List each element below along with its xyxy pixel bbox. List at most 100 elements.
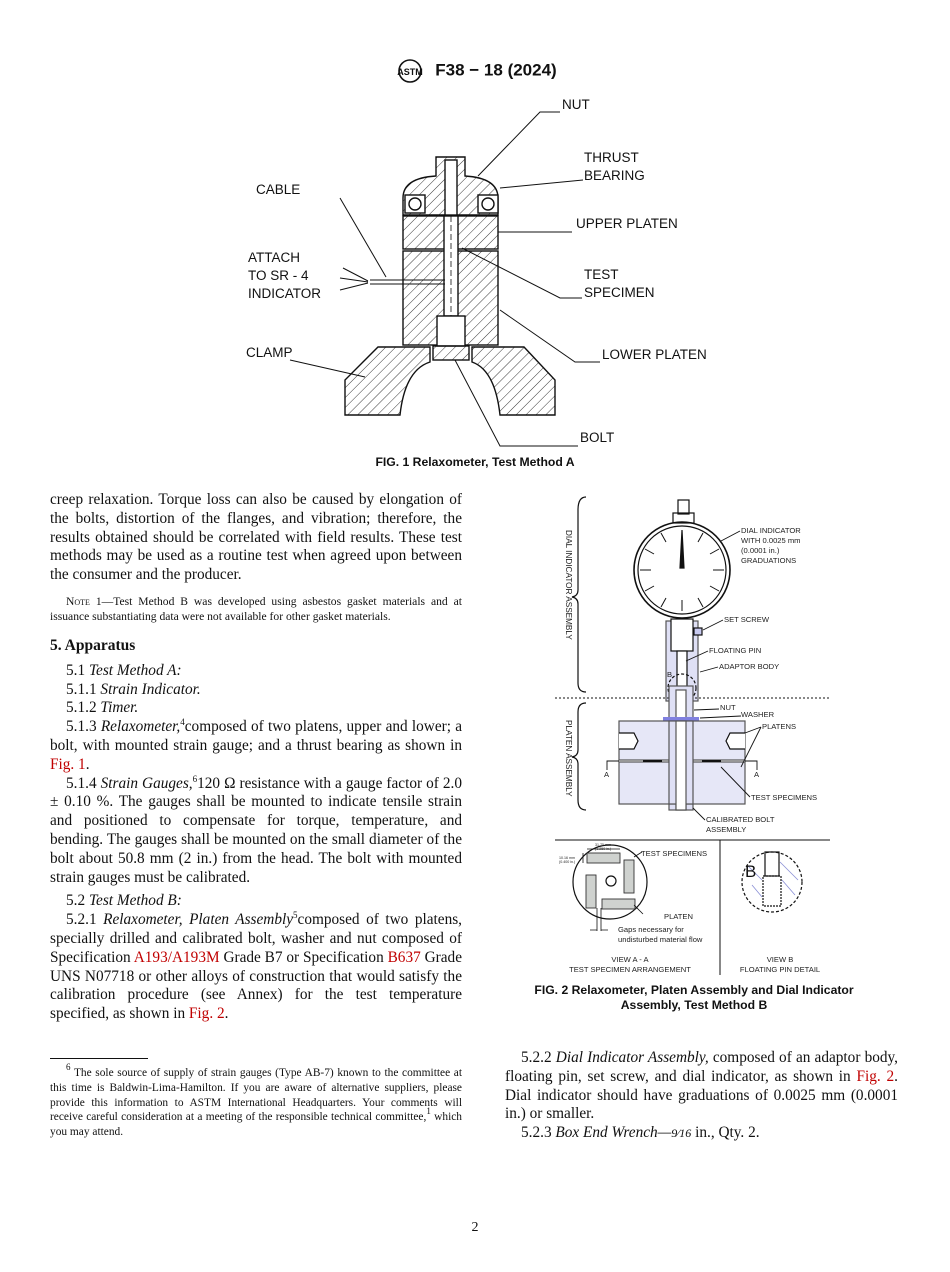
para-title: Test Method B:: [88, 892, 182, 910]
fig2-label-platens: PLATENS: [762, 722, 797, 731]
footnote-text: which you may attend.: [50, 1111, 462, 1139]
label-line: CALIBRATED BOLT: [706, 815, 775, 824]
caption-line: Assembly, Test Method B: [620, 998, 768, 1012]
para-num: 5.1.2: [66, 699, 97, 717]
figure-1-drawing: [289, 111, 600, 447]
figure-1-caption: FIG. 1 Relaxometer, Test Method A: [375, 455, 575, 469]
fig1-label-clamp: CLAMP: [246, 345, 293, 360]
fig2-label-floating-pin: FLOATING PIN: [709, 646, 762, 655]
view-a-label-platen: PLATEN: [664, 912, 693, 921]
para-num: 5.2: [66, 892, 86, 910]
para-5-1-1: 5.1.1 Strain Indicator.: [50, 681, 462, 700]
b637-link[interactable]: B637: [387, 948, 421, 966]
fraction: 9⁄16: [671, 1126, 692, 1141]
para-5-1-4: 5.1.4 Strain Gauges,6120 Ω resistance wi…: [50, 773, 462, 888]
page-header: ASTM F38 − 18 (2024): [0, 58, 950, 84]
para-num: 5.2.2: [521, 1049, 552, 1066]
intro-paragraph: creep relaxation. Torque loss can also b…: [50, 491, 462, 584]
caption-line: FIG. 2 Relaxometer, Platen Assembly and …: [534, 983, 854, 997]
footnote-ref[interactable]: 5: [293, 910, 298, 921]
fig-1-link[interactable]: Fig. 1: [50, 755, 86, 773]
para-num: 5.1.3: [66, 718, 97, 736]
section-marker-a-right: A: [754, 770, 760, 779]
label-line: VIEW A - A: [611, 955, 649, 964]
label-line: INDICATOR: [248, 286, 322, 301]
label-line: VIEW B: [766, 955, 794, 964]
label-line: SPECIMEN: [584, 285, 655, 300]
view-a-label-test-specimens: TEST SPECIMENS: [641, 849, 708, 858]
fig1-label-test-specimen: TEST SPECIMEN: [584, 266, 655, 302]
view-b-letter: B: [745, 862, 757, 881]
para-text: composed of an adaptor body, floating pi…: [505, 1049, 899, 1085]
dimension-height: 10.16 mm(0.400 in.): [559, 856, 575, 864]
washer: [663, 717, 699, 721]
para-5-2: 5.2 Test Method B:: [50, 892, 462, 911]
fig1-label-nut: NUT: [562, 97, 590, 112]
section-heading-apparatus: 5. Apparatus: [50, 636, 136, 654]
para-5-2-1: 5.2.1 Relaxometer, Platen Assembly5compo…: [50, 911, 462, 1024]
label-line: FLOATING PIN DETAIL: [739, 965, 821, 974]
label-line: 31.75 mm: [595, 843, 611, 847]
footnote-6: 6 The sole source of supply of strain ga…: [50, 1063, 462, 1140]
fig1-label-bolt: BOLT: [580, 430, 615, 445]
right-column: 5.2.2 Dial Indicator Assembly, composed …: [505, 1049, 898, 1143]
a193-link[interactable]: A193/A193M: [133, 948, 220, 966]
label-line: BEARING: [584, 168, 645, 183]
fig1-label-upper-platen: UPPER PLATEN: [576, 216, 678, 231]
astm-logo: ASTM: [398, 59, 424, 83]
para-num: 5.1.4: [66, 774, 97, 792]
svg-text:ASTM: ASTM: [398, 67, 424, 77]
para-num: 5.1.1: [66, 680, 97, 698]
para-num: 5.1: [66, 661, 86, 679]
para-title: Relaxometer, Platen Assembly: [103, 911, 294, 929]
footnote-ref[interactable]: 6: [192, 773, 198, 784]
para-text: Grade B7 or Specification: [219, 948, 388, 966]
label-line: TEST SPECIMEN ARRANGEMENT: [569, 965, 691, 974]
fig-2-link[interactable]: Fig. 2: [188, 1005, 225, 1023]
test-specimen: [585, 874, 597, 909]
section-marker-a-left: A: [604, 770, 610, 779]
label-line: (1.250 in.): [595, 847, 612, 851]
fig2-label-washer: WASHER: [741, 710, 775, 719]
para-text: .: [224, 1005, 229, 1023]
footnote-mark: 6: [66, 1062, 71, 1072]
dial-indicator: [633, 521, 731, 619]
para-text: . Dial indicator should have graduations…: [505, 1067, 898, 1123]
fig-2-link[interactable]: Fig. 2: [856, 1067, 895, 1085]
test-specimen: [586, 852, 621, 864]
label-line: (0.0001 in.): [741, 546, 780, 555]
para-text: .: [85, 755, 90, 773]
label-line: TO SR - 4: [248, 268, 309, 283]
para-5-2-3: 5.2.3 Box End Wrench—9⁄16 in., Qty. 2.: [505, 1124, 898, 1143]
label-line: (0.400 in.): [559, 860, 576, 864]
label-line: ATTACH: [248, 250, 300, 265]
brace-platen: [571, 702, 587, 811]
fig2-label-set-screw: SET SCREW: [724, 615, 770, 624]
fig1-label-lower-platen: LOWER PLATEN: [602, 347, 707, 362]
note-text: —Test Method B was developed using asbes…: [50, 594, 462, 623]
para-text: in., Qty. 2.: [691, 1124, 760, 1142]
label-line: WITH 0.0025 mm: [741, 536, 801, 545]
para-title: Relaxometer,: [100, 718, 181, 736]
test-specimen: [623, 859, 635, 894]
para-text: composed of two platens, specially drill…: [50, 911, 462, 966]
para-text: Grade UNS N07718 or other alloys of cons…: [50, 948, 462, 1023]
fig2-label-adaptor-body: ADAPTOR BODY: [719, 662, 780, 671]
figure-2-drawing: [555, 496, 830, 975]
note-1: Note 1—Test Method B was developed using…: [50, 594, 462, 624]
para-title: Test Method A:: [88, 661, 182, 679]
page-number: 2: [471, 1220, 479, 1235]
footnote-ref[interactable]: 4: [180, 717, 185, 728]
label-line: TEST: [584, 267, 619, 282]
footnote-ref[interactable]: 1: [426, 1106, 431, 1117]
para-num: 5.2.3: [521, 1124, 552, 1142]
fig1-label-cable: CABLE: [256, 182, 301, 197]
clamp: [344, 346, 431, 416]
footnote-text: The sole source of supply of strain gaug…: [50, 1067, 462, 1124]
para-text: composed of two platens, upper and lower…: [50, 718, 462, 754]
